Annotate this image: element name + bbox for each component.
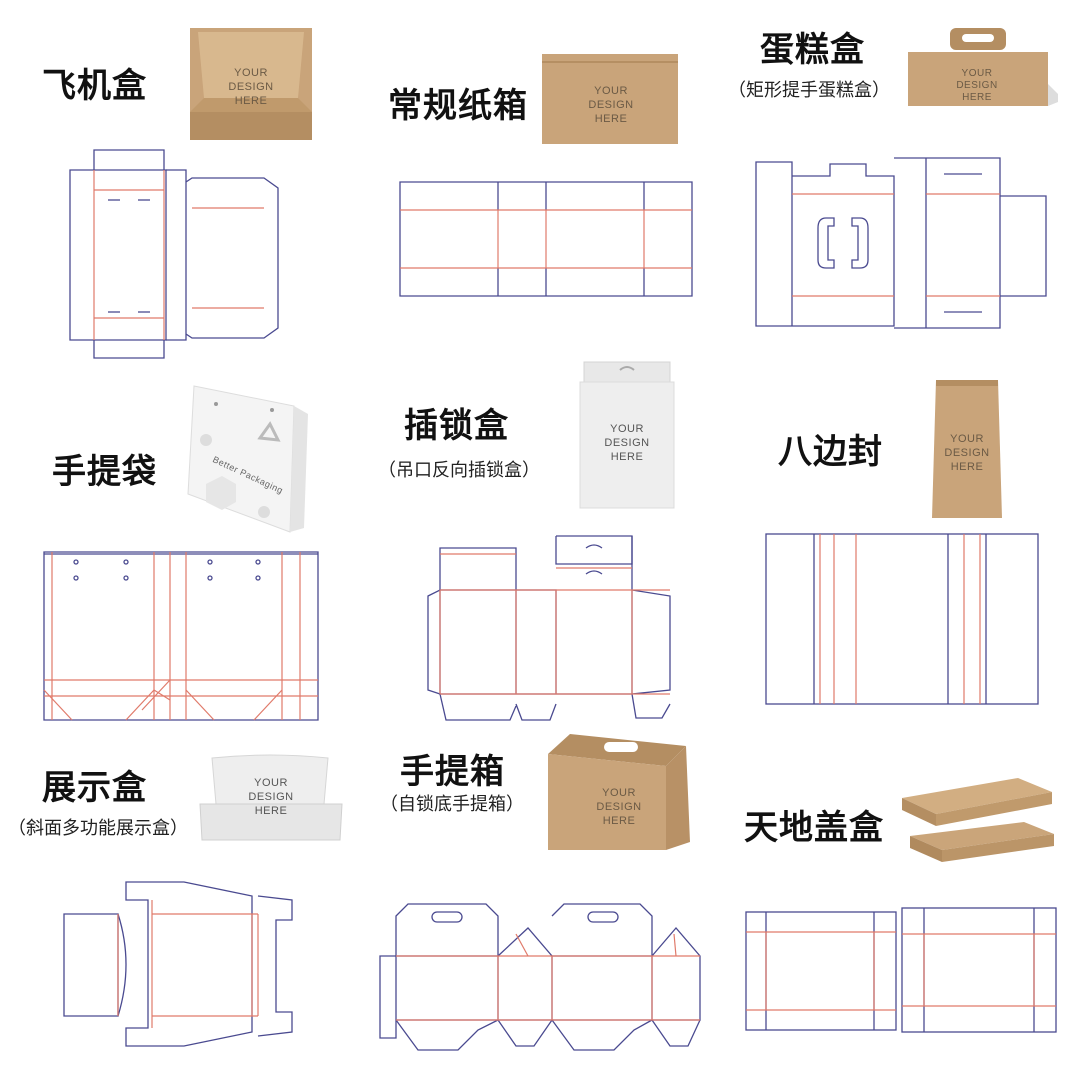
cake-box-mockup <box>908 28 1058 106</box>
regular-carton-dieline <box>399 181 693 297</box>
shopping-bag-dieline <box>43 551 319 721</box>
shopping-bag-title: 手提袋 <box>52 452 157 492</box>
tuck-box-title: 插锁盒 <box>404 406 509 446</box>
regular-carton-mockup <box>542 54 678 144</box>
airplane-box-dieline <box>69 149 279 359</box>
pouch-title: 八边封 <box>778 432 883 472</box>
display-box-title: 展示盒 <box>42 768 147 808</box>
cake-box-title: 蛋糕盒 <box>760 30 865 70</box>
display-box-subtitle: （斜面多功能展示盒） <box>8 818 188 839</box>
carry-box-title: 手提箱 <box>400 752 505 792</box>
lid-box-title: 天地盖盒 <box>744 808 884 848</box>
tuck-box-dieline <box>427 535 671 721</box>
display-box-mockup <box>199 754 343 841</box>
carry-box-subtitle: （自锁底手提箱） <box>380 794 524 815</box>
display-box-dieline <box>63 881 293 1047</box>
carry-box-mockup <box>548 734 690 850</box>
lid-box-mockup <box>902 778 1054 862</box>
pouch-mockup <box>932 380 1002 518</box>
carry-box-dieline <box>379 903 701 1051</box>
lid-box-dieline <box>745 907 1057 1033</box>
airplane-box-mockup <box>190 28 312 140</box>
tuck-box-subtitle: （吊口反向插锁盒） <box>378 460 540 481</box>
shopping-bag-mockup <box>187 385 308 533</box>
cake-box-dieline <box>755 157 1047 329</box>
tuck-box-mockup <box>579 361 675 509</box>
pouch-dieline <box>765 533 1039 705</box>
airplane-box-title: 飞机盒 <box>42 66 147 106</box>
regular-carton-title: 常规纸箱 <box>388 86 528 126</box>
cake-box-subtitle: （矩形提手蛋糕盒） <box>728 80 890 101</box>
